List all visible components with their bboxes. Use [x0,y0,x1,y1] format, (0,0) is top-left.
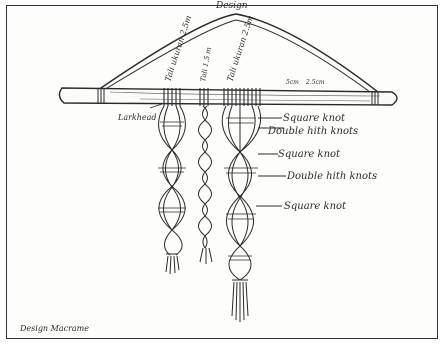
caption-text: Design Macrame [19,324,89,333]
label-pointers [150,104,286,206]
larkhead-label: Larkhead [117,113,157,122]
cord-label-1: Tali ukuran 2.5m [163,14,193,83]
knot-label-1: Square knot [283,113,346,124]
cm-label-a: 5cm [286,79,299,86]
middle-twisted-cord [199,106,213,264]
cm-label-b: 2.5cm [305,79,325,86]
knot-label-3: Square knot [278,149,341,160]
cord-label-3: Tali ukuran 2.5m [225,14,255,83]
title-top-text: Design [215,1,248,11]
knot-label-5: Square knot [284,201,347,212]
right-macrame-strand [222,106,260,322]
knot-label-2: Double hith knots [267,126,358,137]
cord-label-2: Tali 1.5 m [199,46,213,82]
knot-label-4: Double hith knots [286,171,377,182]
left-macrame-strand [158,106,186,274]
